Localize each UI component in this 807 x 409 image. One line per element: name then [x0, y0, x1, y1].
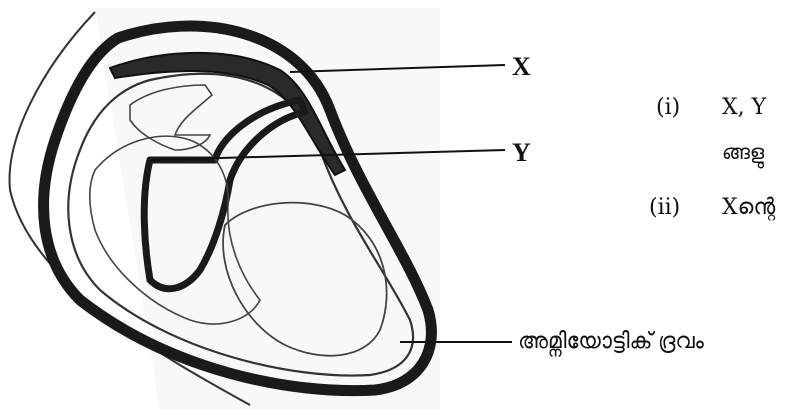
- label-y: Y: [512, 138, 531, 168]
- question-2-number: (ii): [649, 195, 680, 220]
- label-amniotic-fluid: അമ്നിയോട്ടിക് ദ്രവം: [518, 328, 704, 354]
- question-1-text: X, Y: [722, 95, 766, 120]
- label-x: X: [512, 52, 531, 82]
- question-2-text: Xന്റെ: [722, 195, 775, 220]
- question-1-continuation: ങ്ങളു: [722, 140, 764, 164]
- question-1-number: (i): [656, 95, 680, 120]
